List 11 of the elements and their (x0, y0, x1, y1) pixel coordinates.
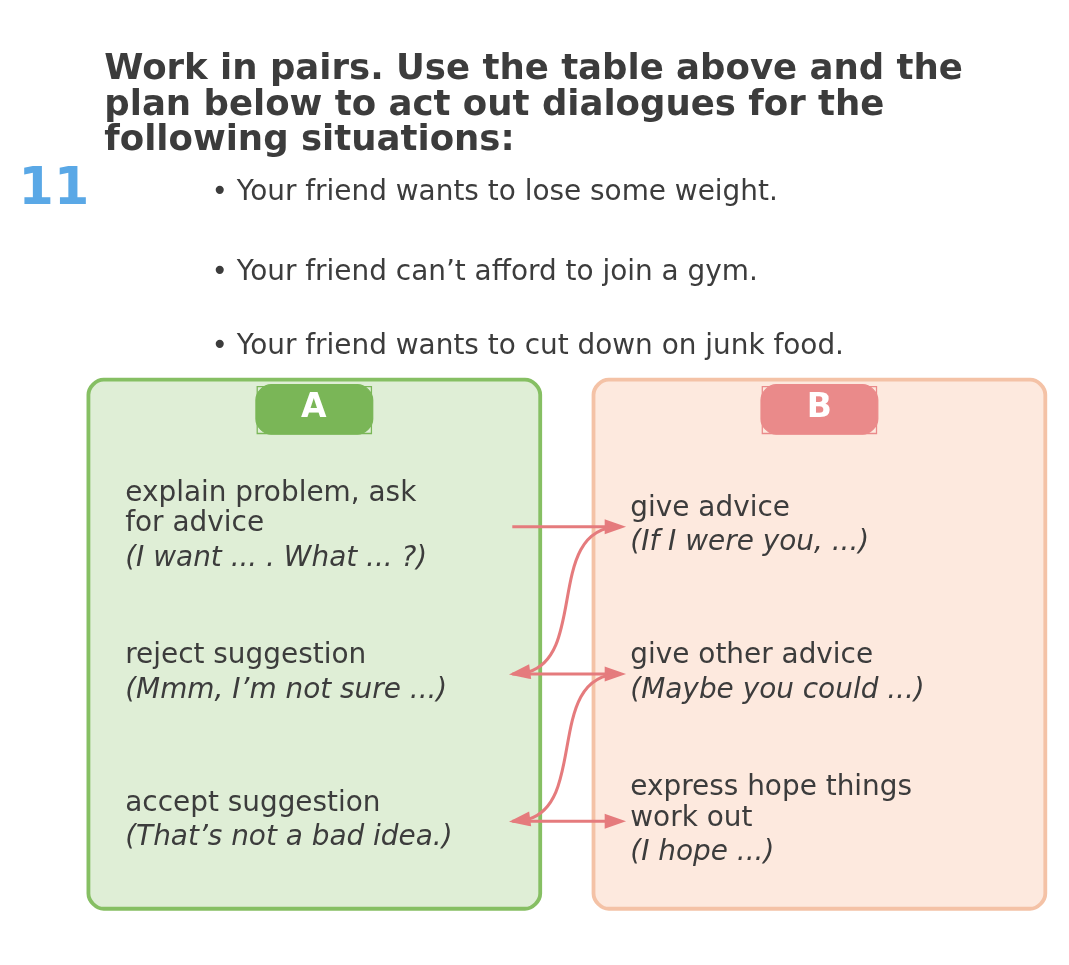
label: 11 (18, 156, 90, 216)
label: • Your friend wants to lose some weight. (211, 173, 778, 207)
diagram-title: Work in pairs. Use the table above and the plan below to act out dialogues for the following situations: (104, 45, 963, 158)
node-text: express hope things work out (I hope ...) (630, 768, 913, 867)
node-text: give advice (If I were you, ...) (630, 489, 870, 557)
label: • Your friend wants to cut down on junk food. (211, 327, 844, 361)
node-text: accept suggestion (That’s not a bad idea.) (125, 784, 453, 852)
node-text: explain problem, ask for advice (I want ... . What ... ?) (125, 474, 428, 573)
node-text: reject suggestion (Mmm, I’m not sure ...) (125, 636, 448, 705)
node-text: give other advice (Maybe you could ...) (630, 636, 925, 705)
label: • Your friend can’t afford to join a gym. (211, 253, 758, 287)
